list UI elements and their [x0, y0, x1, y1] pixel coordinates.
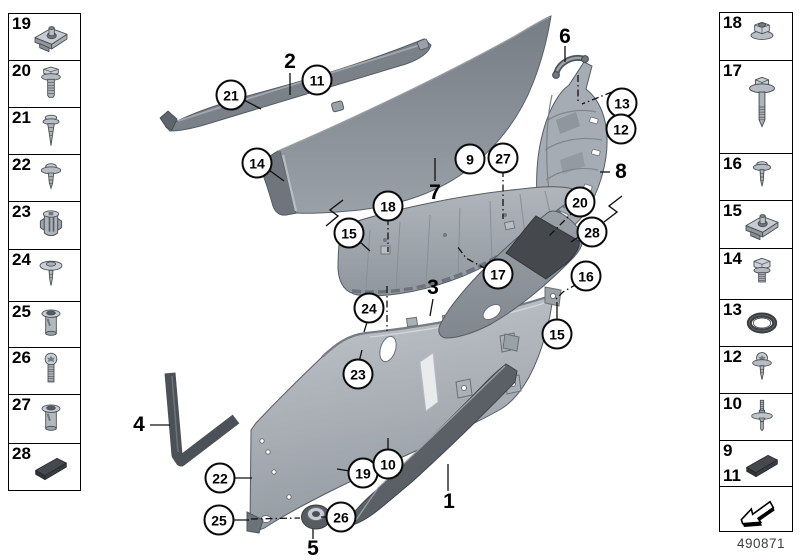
- callout-3[interactable]: 3: [427, 276, 439, 299]
- washer-screw-icon: [28, 158, 74, 198]
- callout-21[interactable]: 21: [215, 79, 247, 111]
- part-number-18[interactable]: 18: [723, 13, 742, 32]
- torx-screw-icon: [28, 351, 74, 391]
- part-number-25[interactable]: 25: [12, 301, 31, 321]
- part-number-27[interactable]: 27: [12, 395, 31, 414]
- parts-cell-27[interactable]: 27: [9, 395, 80, 444]
- parts-cell-9-11[interactable]: 9 11: [720, 441, 792, 487]
- parts-cell-25[interactable]: 25: [9, 302, 80, 348]
- callout-23[interactable]: 23: [342, 358, 374, 390]
- parts-cell-17[interactable]: 17: [720, 61, 792, 154]
- torx-washer-screw-icon: [739, 350, 785, 390]
- callout-25[interactable]: 25: [203, 504, 235, 536]
- hex-flange-bolt-icon: [739, 254, 785, 294]
- adhesive-pad-icon: [28, 447, 74, 487]
- callout-11[interactable]: 11: [301, 64, 333, 96]
- part-number-23[interactable]: 23: [12, 202, 31, 221]
- pointed-washer-screw-icon: [739, 157, 785, 197]
- callout-8[interactable]: 8: [615, 160, 627, 183]
- cage-nut-icon: [739, 205, 785, 245]
- callout-14[interactable]: 14: [241, 147, 273, 179]
- parts-cell-18[interactable]: 18: [720, 13, 792, 61]
- parts-cell-22[interactable]: 22: [9, 155, 80, 202]
- parts-cell-10[interactable]: 10: [720, 394, 792, 441]
- part-number-21[interactable]: 21: [12, 108, 31, 127]
- part-number-20[interactable]: 20: [12, 60, 31, 80]
- expansion-nut-icon: [28, 205, 74, 245]
- callout-9[interactable]: 9: [454, 143, 486, 175]
- callout-26[interactable]: 26: [325, 501, 357, 533]
- part-4-seal-strip[interactable]: [164, 372, 240, 467]
- parts-cell-14[interactable]: 14: [720, 249, 792, 300]
- part-number-15[interactable]: 15: [723, 201, 742, 220]
- part-number-17[interactable]: 17: [723, 61, 742, 80]
- callout-7[interactable]: 7: [429, 181, 441, 204]
- callout-1[interactable]: 1: [443, 490, 455, 513]
- callout-17[interactable]: 17: [482, 258, 514, 290]
- callout-20[interactable]: 20: [564, 186, 596, 218]
- parts-cell-20[interactable]: 20: [9, 60, 80, 108]
- callout-4[interactable]: 4: [133, 413, 145, 436]
- part-number-22[interactable]: 22: [12, 155, 31, 174]
- long-hex-bolt-icon: [740, 64, 784, 150]
- part-number-26[interactable]: 26: [12, 347, 31, 367]
- parts-cell-15[interactable]: 15: [720, 201, 792, 249]
- callout-12[interactable]: 12: [605, 113, 637, 145]
- leader-lines: [150, 46, 623, 539]
- adhesive-pad-icon: [739, 444, 785, 484]
- parts-cell-26[interactable]: 26: [9, 347, 80, 395]
- parts-cell-16[interactable]: 16: [720, 154, 792, 201]
- callout-18[interactable]: 18: [372, 190, 404, 222]
- callout-10[interactable]: 10: [372, 448, 404, 480]
- part-number-10[interactable]: 10: [723, 394, 742, 413]
- callout-24[interactable]: 24: [353, 292, 385, 324]
- hex-bolt-washer-icon: [28, 64, 74, 104]
- part-number-11[interactable]: 11: [723, 466, 741, 486]
- part-7-outer-panel[interactable]: [258, 15, 552, 216]
- callout-5[interactable]: 5: [307, 537, 319, 560]
- flat-washer-screw-icon: [28, 255, 74, 295]
- callout-15-b[interactable]: 15: [541, 318, 573, 350]
- part-number-13[interactable]: 13: [723, 300, 742, 319]
- callout-28[interactable]: 28: [576, 216, 608, 248]
- callout-2[interactable]: 2: [284, 50, 296, 73]
- part-number-14[interactable]: 14: [723, 249, 742, 268]
- part-6-bracket[interactable]: [552, 55, 589, 79]
- document-number: 490871: [736, 536, 786, 551]
- left-parts-column: 19 20 21 22 23 24 25 26 27 28: [8, 13, 81, 491]
- expanding-rivet-icon: [28, 111, 74, 151]
- clip-nut-icon: [28, 17, 74, 57]
- t-head-stud-icon: [739, 397, 785, 437]
- flange-nut-icon: [739, 17, 785, 57]
- blind-rivet-nut-large-icon: [28, 399, 74, 439]
- callout-15-a[interactable]: 15: [333, 217, 365, 249]
- parts-cell-19[interactable]: 19: [9, 14, 80, 61]
- part-number-9[interactable]: 9: [723, 441, 733, 460]
- parts-cell-24[interactable]: 24: [9, 250, 80, 302]
- parts-cell-12[interactable]: 12: [720, 347, 792, 394]
- blind-rivet-nut-icon: [28, 304, 74, 344]
- parts-cell-28[interactable]: 28: [9, 444, 80, 490]
- seal-ring-icon: [739, 303, 785, 343]
- callout-6[interactable]: 6: [559, 25, 571, 48]
- direction-arrow-icon: [728, 489, 784, 529]
- direction-arrow-cell: [720, 487, 792, 531]
- right-parts-column: 18 17 16 15 14 13 12 10 9 11: [719, 12, 793, 532]
- parts-cell-13[interactable]: 13: [720, 300, 792, 347]
- part-number-24[interactable]: 24: [12, 249, 31, 269]
- part-number-16[interactable]: 16: [723, 154, 742, 173]
- part-1-sill-strip[interactable]: [349, 363, 518, 525]
- callout-13[interactable]: 13: [606, 87, 638, 119]
- part-number-12[interactable]: 12: [723, 347, 742, 366]
- part-3-inner-panel[interactable]: [246, 293, 554, 534]
- callout-27[interactable]: 27: [487, 142, 519, 174]
- callout-16[interactable]: 16: [570, 260, 602, 292]
- parts-cell-23[interactable]: 23: [9, 202, 80, 250]
- parts-cell-21[interactable]: 21: [9, 108, 80, 155]
- part-number-28[interactable]: 28: [12, 443, 31, 463]
- callout-22[interactable]: 22: [204, 462, 236, 494]
- part-number-19[interactable]: 19: [12, 14, 31, 33]
